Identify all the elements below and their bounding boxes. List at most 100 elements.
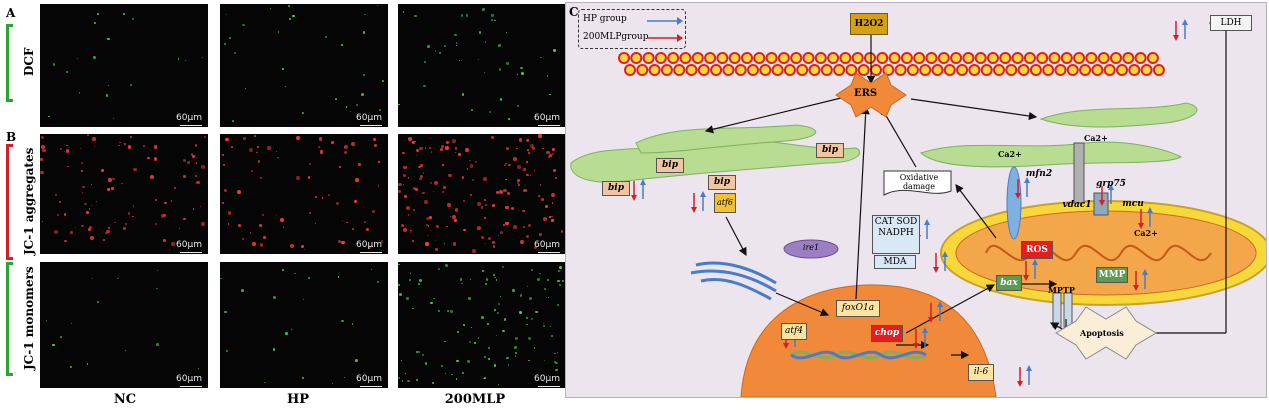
fluorescence-spot [550, 326, 552, 328]
fluorescence-spot [315, 196, 317, 198]
fluorescence-spot [80, 148, 82, 150]
fluorescence-spot [65, 70, 69, 74]
fluorescence-spot [544, 204, 549, 209]
fluorescence-spot [528, 359, 531, 362]
fluorescence-spot [492, 203, 496, 207]
fluorescence-spot [502, 224, 506, 227]
down-arrowhead-mlp [691, 207, 697, 213]
up-arrowhead-hp [924, 219, 930, 225]
fluorescence-spot [69, 366, 72, 368]
fluorescence-spot [465, 147, 469, 152]
fluorescence-spot [423, 200, 428, 204]
fluorescence-spot [523, 168, 526, 171]
fluorescence-spot [549, 216, 551, 218]
fluorescence-spot [429, 138, 431, 140]
fluorescence-spot [350, 110, 352, 112]
fluorescence-spot [516, 74, 518, 76]
fluorescence-spot [417, 283, 420, 286]
fluorescence-spot [400, 223, 404, 227]
fluorescence-spot [60, 336, 63, 339]
fluorescence-spot [402, 173, 407, 178]
fluorescence-spot [66, 144, 68, 147]
up-arrowhead-hp [1147, 207, 1153, 213]
fluorescence-spot [282, 226, 285, 228]
fluorescence-spot [485, 278, 489, 281]
membrane-bead [808, 64, 821, 76]
scale-bar [360, 125, 382, 126]
membrane-bead [937, 52, 950, 64]
fluorescence-spot [424, 362, 427, 365]
fluorescence-spot [412, 187, 416, 191]
fluorescence-spot [278, 31, 280, 33]
mptp-channel-right [1063, 292, 1073, 328]
fluorescence-spot [478, 31, 482, 34]
fluorescence-spot [170, 241, 175, 246]
fluorescence-spot [557, 279, 560, 283]
fluorescence-spot [434, 239, 436, 241]
fluorescence-spot [337, 276, 340, 278]
ers-star [835, 72, 907, 118]
up-arrowhead-hp [640, 179, 646, 185]
fluorescence-spot [155, 198, 158, 201]
fluorescence-spot [420, 164, 423, 167]
fluorescence-spot [364, 220, 367, 223]
fluorescence-spot [506, 356, 509, 360]
arrow-chop-bax [905, 284, 996, 334]
up-arrowhead-hp [937, 301, 943, 307]
scale-bar-label: 60μm [176, 113, 202, 123]
membrane-bead [802, 52, 815, 64]
fluorescence-spot [551, 215, 553, 218]
fluorescence-spot [485, 242, 487, 244]
fluorescence-spot [536, 278, 540, 281]
fluorescence-spot [422, 191, 426, 195]
fluorescence-spot [201, 164, 206, 169]
fluorescence-spot [344, 377, 346, 379]
fluorescence-spot [234, 52, 237, 55]
membrane-bead [630, 52, 643, 64]
fluorescence-spot [484, 377, 487, 380]
fluorescence-spot [492, 245, 496, 248]
fluorescence-spot [526, 316, 529, 319]
fluorescence-spot [343, 150, 348, 155]
scale-bar [360, 252, 382, 253]
membrane-bead [783, 64, 796, 76]
fluorescence-spot [546, 151, 550, 155]
fluorescence-spot [506, 191, 511, 196]
fluorescence-spot [468, 340, 471, 343]
scale-bar-label: 60μm [356, 374, 382, 384]
down-arrowhead-mlp [913, 343, 919, 349]
fluorescence-spot [557, 352, 559, 354]
membrane-bead [642, 52, 655, 64]
fluorescence-spot [507, 363, 510, 366]
fluorescence-spot [272, 348, 276, 351]
fluorescence-spot [429, 181, 432, 185]
fluorescence-spot [549, 242, 552, 245]
er-left-upper [635, 124, 817, 154]
fluorescence-spot [559, 266, 563, 270]
fluorescence-spot [525, 139, 530, 143]
fluorescence-spot [201, 222, 205, 226]
fluorescence-spot [40, 170, 45, 175]
fluorescence-spot [117, 277, 119, 280]
fluorescence-spot [194, 144, 198, 147]
fluorescence-spot [284, 85, 286, 88]
jc1-monomers-bracket [6, 262, 13, 376]
fluorescence-spot [332, 383, 334, 385]
fluorescence-spot [497, 383, 500, 386]
fluorescence-spot [415, 149, 419, 153]
fluorescence-spot [355, 178, 359, 182]
fluorescence-spot [498, 303, 501, 306]
legend-hp-label: HP group [583, 14, 627, 24]
fluorescence-spot [81, 224, 84, 228]
fluorescence-spot [469, 159, 471, 162]
up-arrowhead-hp [1142, 269, 1148, 275]
fluorescence-spot [471, 178, 475, 182]
fluorescence-spot [257, 160, 261, 163]
fluorescence-spot [406, 205, 410, 210]
fluorescence-spot [529, 174, 531, 177]
fluorescence-spot [412, 307, 414, 310]
fluorescence-spot [277, 156, 280, 159]
fluorescence-spot [526, 235, 530, 239]
down-arrowhead-mlp [1173, 35, 1179, 41]
mechanism-diagram: C HP group 200MLPgroup [565, 2, 1267, 398]
